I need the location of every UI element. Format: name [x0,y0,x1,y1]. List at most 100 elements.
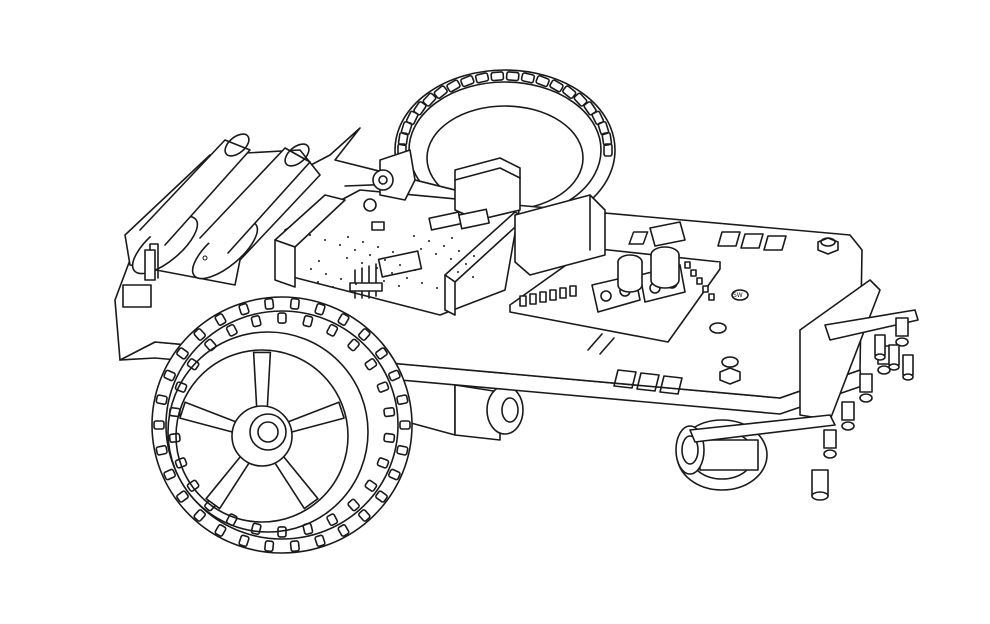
via [325,273,327,275]
via [318,260,320,262]
tread-block [347,338,360,352]
tread-block [396,444,409,456]
pin [569,285,577,297]
tread-block [433,85,448,100]
led-body [895,317,909,337]
tread-block [413,101,427,116]
led-lens [877,365,891,375]
screw-2 [719,356,741,385]
tread-block [163,468,176,481]
via [399,264,401,266]
tread-block [562,85,577,100]
led-lens [888,363,900,371]
led-lens [895,337,909,347]
tread-block [535,74,550,88]
via [361,262,363,264]
via [346,257,348,259]
via [309,234,311,236]
led-body [859,373,873,393]
tread-block [383,432,396,444]
sensor-board [689,279,919,501]
tread-block [277,526,287,538]
tread-block [250,314,262,328]
screws: SW [709,237,839,385]
screw-1 [817,237,839,255]
tread-block [174,381,188,393]
led-lens [823,449,837,459]
tread-block [388,369,401,382]
tread-block [396,394,409,406]
led-body [888,344,900,366]
tread-block [326,323,339,337]
via [457,271,459,273]
tread-block [176,347,189,360]
tread-block [153,420,165,430]
tread-block [163,369,176,382]
via [421,282,423,284]
tread-block [238,534,250,548]
pin [684,261,691,269]
tread-block [302,314,314,328]
tread-block [364,358,378,371]
tread-block [422,92,437,107]
tread-block [186,479,200,492]
pin [696,277,703,285]
screw-3 [709,289,749,334]
pin [690,269,697,277]
via [428,240,430,242]
tread-block [225,513,238,527]
via [398,285,400,287]
led-lens [874,353,886,361]
tread-block [549,79,564,93]
via [450,258,452,260]
pin [549,289,557,301]
via [435,253,437,255]
via [391,272,393,274]
tread-block [603,143,613,157]
tread-block [174,457,188,469]
via [317,281,319,283]
tread-block [375,490,388,503]
via [324,239,326,241]
led-lens [859,393,873,403]
pin [529,293,537,305]
spoke [252,351,272,408]
via [465,263,467,265]
tread-block [155,394,168,406]
controller-board [274,149,526,316]
tread-block [358,328,371,341]
led-body [841,401,855,421]
tread-block [364,479,378,492]
led-body [874,334,886,356]
tread-block [302,522,314,536]
via [414,269,416,271]
tread-block [347,498,360,512]
via [436,287,438,289]
led-lens [841,421,855,431]
via [339,244,341,246]
via [377,246,379,248]
header-row-left [274,194,346,288]
via [413,235,415,237]
chassis-slots [628,231,649,245]
tread-block [214,313,227,326]
pin [559,287,567,299]
tread-block [264,297,275,310]
tread-block [337,524,350,537]
via [362,241,364,243]
tread-block [176,490,189,503]
via [332,286,334,288]
pin [702,285,709,293]
via [340,278,342,280]
front-wheel [151,296,413,554]
tread-block [214,524,227,537]
pin [539,291,547,303]
tread-block [383,406,396,418]
via [376,267,378,269]
led-lens [811,491,829,501]
capacitors [617,246,680,293]
led-lens [902,373,914,381]
tread-block [474,72,490,84]
